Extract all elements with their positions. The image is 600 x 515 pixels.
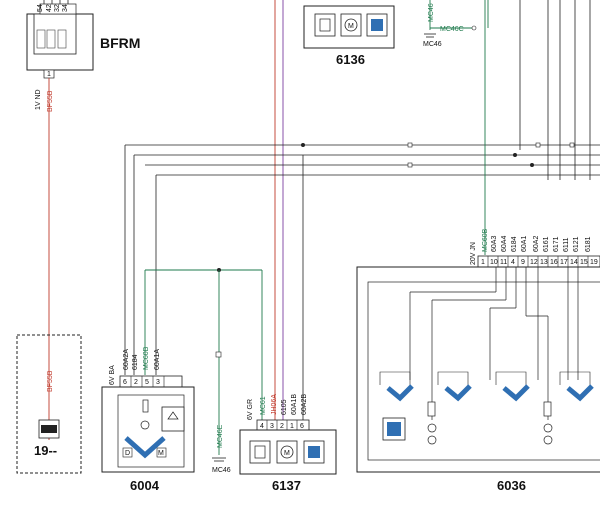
module-6137: 6V GR 4 3 2 1 6 MC61 JH06A 6105 60A1B 60… <box>239 394 337 493</box>
svg-text:2: 2 <box>134 379 138 386</box>
c6137-connector: 6V GR <box>247 399 254 420</box>
module-19-title: 19-- <box>34 443 57 458</box>
svg-text:11: 11 <box>500 259 507 266</box>
svg-text:MC60B: MC60B <box>482 228 489 252</box>
svg-text:D: D <box>125 450 130 457</box>
svg-text:60A1B: 60A1B <box>291 394 298 415</box>
c6036-connector: 20V JN <box>470 242 477 265</box>
svg-text:60A1A: 60A1A <box>154 349 161 370</box>
svg-text:10: 10 <box>490 259 498 266</box>
svg-text:9: 9 <box>521 259 525 266</box>
mc46e-label: MC46E <box>217 424 224 448</box>
svg-text:6181: 6181 <box>585 236 592 252</box>
svg-text:3: 3 <box>156 379 160 386</box>
bfrm-pin-54: 54 <box>37 4 44 12</box>
bfrm-connector-label: 1V ND <box>35 89 42 110</box>
svg-text:3: 3 <box>270 423 274 430</box>
svg-text:1: 1 <box>290 423 294 430</box>
svg-text:6171: 6171 <box>553 236 560 252</box>
module-6036-title: 6036 <box>497 478 526 493</box>
mc46-bottom-ground-label: MC46 <box>212 467 231 474</box>
svg-text:6184: 6184 <box>511 236 518 252</box>
c6004-connector: 6V BA <box>109 365 116 385</box>
svg-text:6161: 6161 <box>543 236 550 252</box>
bfrm-title: BFRM <box>100 35 140 51</box>
svg-text:60A3: 60A3 <box>491 236 498 252</box>
bfrm-pin-42: 42 <box>46 4 53 12</box>
module-6136-title: 6136 <box>336 52 365 67</box>
svg-text:12: 12 <box>530 259 538 266</box>
svg-text:60A4: 60A4 <box>501 236 508 252</box>
svg-text:14: 14 <box>570 259 578 266</box>
bf55b-label-bottom: BF55B <box>47 370 54 392</box>
svg-text:M: M <box>284 450 290 457</box>
module-6036: 20V JN 1 10 11 4 9 12 13 16 17 14 15 19 … <box>356 228 600 493</box>
module-6137-title: 6137 <box>272 478 301 493</box>
svg-text:19: 19 <box>590 259 598 266</box>
mc46c-label: MC46C <box>440 26 464 33</box>
module-19: 19-- <box>16 334 82 474</box>
module-6004: 6V BA 6 2 5 3 60A2A 6184 MC60B 60A1A D M… <box>101 346 195 493</box>
svg-text:16: 16 <box>550 259 558 266</box>
bfrm-pin-34: 34 <box>62 4 69 12</box>
svg-text:6184: 6184 <box>132 354 139 370</box>
svg-text:4: 4 <box>260 423 264 430</box>
svg-text:6121: 6121 <box>573 236 580 252</box>
svg-text:JH06A: JH06A <box>271 394 278 415</box>
bfrm-module: 54 42 32 34 BFRM 1 1V ND <box>26 0 140 110</box>
svg-text:6: 6 <box>300 423 304 430</box>
svg-text:MC61: MC61 <box>260 396 267 415</box>
svg-text:M: M <box>348 23 354 30</box>
svg-text:60A2A: 60A2A <box>123 349 130 370</box>
svg-text:13: 13 <box>540 259 548 266</box>
mc46-top-ground-label: MC46 <box>423 41 442 48</box>
bfrm-pin-out: 1 <box>47 71 51 78</box>
svg-text:MC60B: MC60B <box>143 346 150 370</box>
svg-text:60A2: 60A2 <box>533 236 540 252</box>
svg-text:15: 15 <box>580 259 588 266</box>
svg-text:60A1: 60A1 <box>521 236 528 252</box>
svg-text:6111: 6111 <box>563 237 570 252</box>
module-6136: M 6136 <box>303 5 395 67</box>
svg-text:60A2B: 60A2B <box>301 394 308 415</box>
svg-text:17: 17 <box>560 259 568 266</box>
svg-text:6105: 6105 <box>281 399 288 415</box>
svg-text:2: 2 <box>280 423 284 430</box>
svg-text:6: 6 <box>123 379 127 386</box>
bfrm-pin-32: 32 <box>54 4 61 12</box>
svg-text:5: 5 <box>145 379 149 386</box>
svg-text:1: 1 <box>481 259 485 266</box>
mc46-top-vertical-label: MC46 <box>428 3 435 22</box>
svg-text:4: 4 <box>511 259 515 266</box>
svg-text:M: M <box>158 450 164 457</box>
bf55b-label-top: BF55B <box>47 90 54 112</box>
module-6004-title: 6004 <box>130 478 160 493</box>
